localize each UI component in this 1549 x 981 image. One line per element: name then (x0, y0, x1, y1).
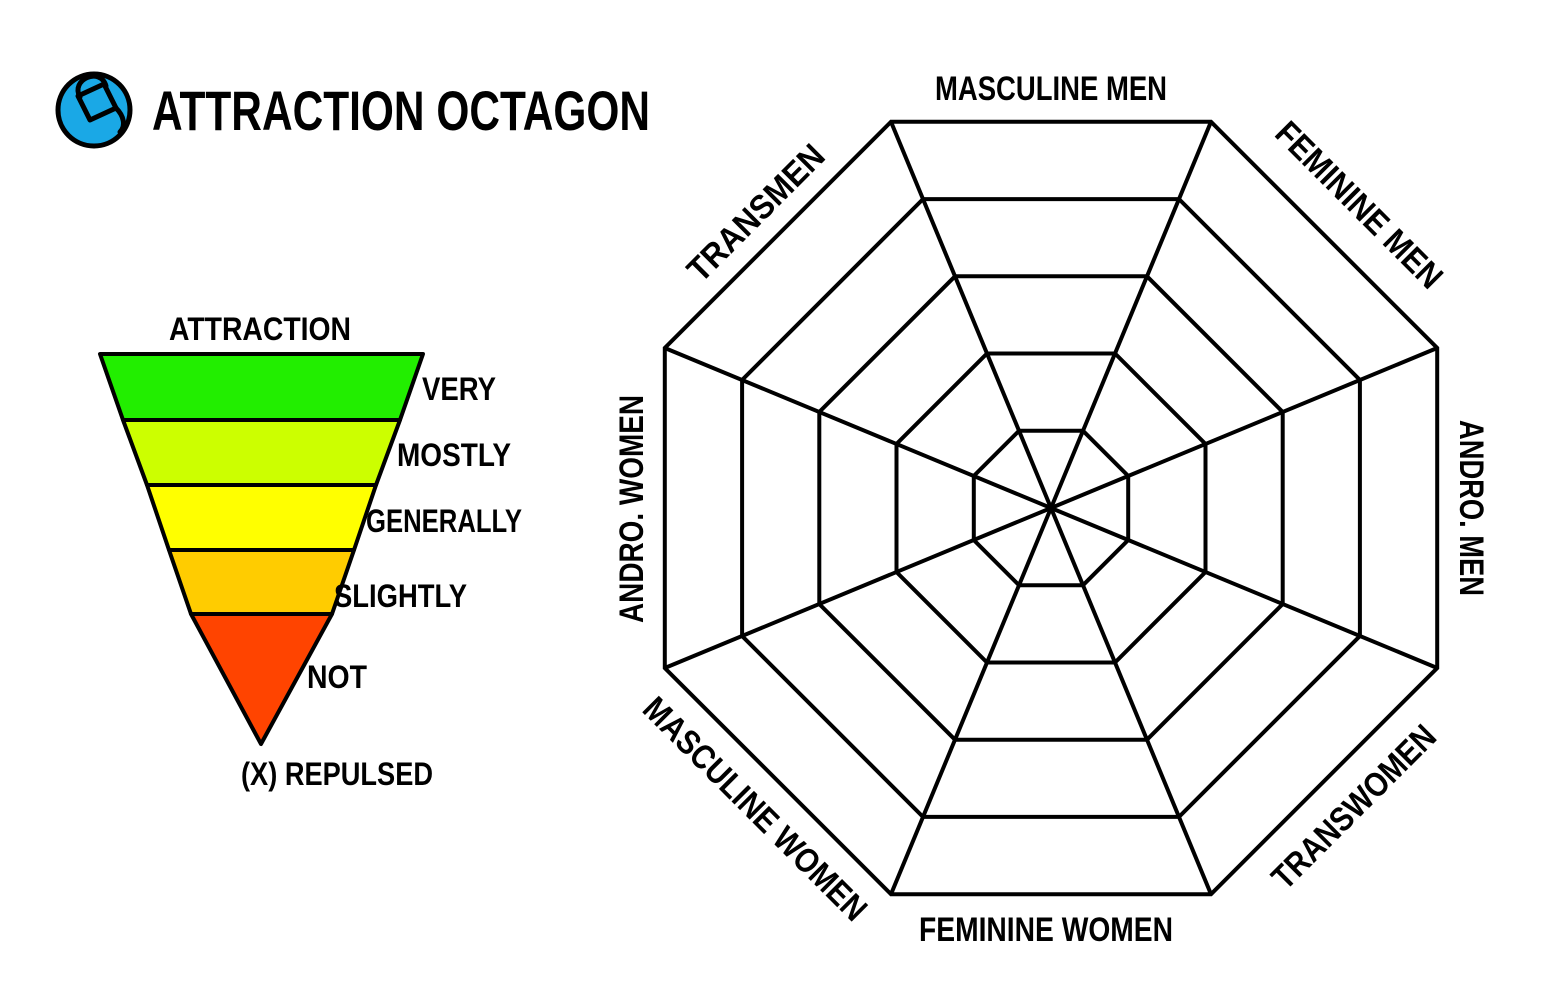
legend-level-generally (145, 483, 378, 552)
attraction-legend: ATTRACTION VERY MOSTLY GENERALLY SLIGHTL… (98, 311, 522, 792)
octagon-spoke (1049, 507, 1213, 895)
legend-level-mostly (121, 418, 402, 487)
octagon-grid (662, 119, 1440, 897)
legend-label-not: NOT (307, 659, 367, 695)
axis-label-transwomen: TRANSWOMEN (1264, 717, 1444, 897)
octagon-spoke (664, 346, 1052, 510)
axis-label-andro-men: ANDRO. MEN (1452, 420, 1490, 596)
octagon-spoke (1049, 121, 1213, 509)
octagon-spoke (1050, 506, 1438, 670)
axis-label-transmen: TRANSMEN (680, 137, 833, 290)
axis-label-feminine-women: FEMININE WOMEN (919, 911, 1173, 949)
octagon-spoke (889, 121, 1053, 509)
legend-repulsed-label: (X) REPULSED (241, 756, 433, 792)
octagon-spoke (889, 507, 1053, 895)
legend-level-slightly (167, 548, 356, 616)
legend-level-very (98, 352, 425, 422)
legend-header: ATTRACTION (169, 311, 351, 347)
legend-label-mostly: MOSTLY (397, 437, 511, 473)
legend-label-generally: GENERALLY (366, 503, 522, 539)
legend-label-very: VERY (422, 371, 496, 407)
legend-label-slightly: SLIGHTLY (334, 578, 467, 614)
axis-label-masculine-women: MASCULINE WOMEN (635, 690, 874, 929)
paint-bucket-icon (55, 71, 133, 149)
legend-level-not (189, 612, 334, 746)
octagon-spoke (664, 506, 1052, 670)
page-title: ATTRACTION OCTAGON (152, 79, 650, 142)
octagon-spoke (1050, 346, 1438, 510)
axis-label-andro-women: ANDRO. WOMEN (613, 395, 651, 623)
axis-label-masculine-men: MASCULINE MEN (935, 70, 1167, 108)
